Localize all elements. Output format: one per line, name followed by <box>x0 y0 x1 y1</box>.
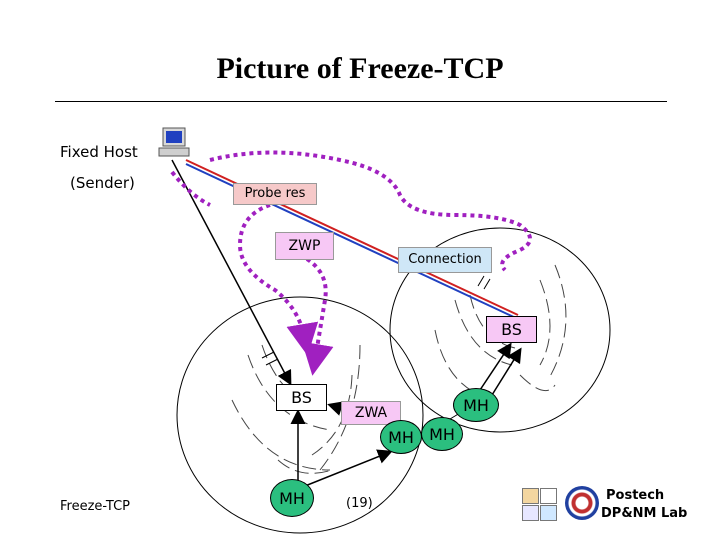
link-mh-to-mh <box>299 449 393 489</box>
link-host-to-left-bs <box>171 159 292 386</box>
lab-name: DP&NM Lab <box>601 506 688 521</box>
page-title: Picture of Freeze-TCP <box>216 52 504 85</box>
right-cell <box>389 227 611 433</box>
mobile-host-center: MH <box>380 420 422 454</box>
sender-label: (Sender) <box>70 174 135 192</box>
zwp-path <box>237 203 319 356</box>
lab-logo <box>522 488 558 522</box>
computer-icon <box>158 127 190 157</box>
probe-path <box>170 150 532 272</box>
mobile-host-right: MH <box>453 388 499 422</box>
page-number: (19) <box>346 496 373 511</box>
link-break-mark-left <box>261 351 279 366</box>
left-cell <box>176 296 424 534</box>
probe-res-label: Probe res <box>233 183 317 205</box>
base-station-left: BS <box>276 384 327 411</box>
zwp-path-2 <box>299 253 334 376</box>
title-divider <box>55 101 667 102</box>
zwa-label: ZWA <box>341 401 401 425</box>
fixed-host-label: Fixed Host <box>60 143 138 161</box>
link-right-bs-mh-2 <box>479 347 522 410</box>
base-station-right: BS <box>486 316 537 343</box>
org-name: Postech <box>606 488 665 503</box>
mobile-host-bottom: MH <box>270 479 314 517</box>
zwp-label: ZWP <box>275 232 334 260</box>
link-break-mark <box>477 275 491 290</box>
mobile-host-right-low: MH <box>421 417 463 451</box>
university-seal <box>565 486 599 520</box>
connection-label: Connection <box>398 247 492 273</box>
footer-title: Freeze-TCP <box>60 499 131 514</box>
